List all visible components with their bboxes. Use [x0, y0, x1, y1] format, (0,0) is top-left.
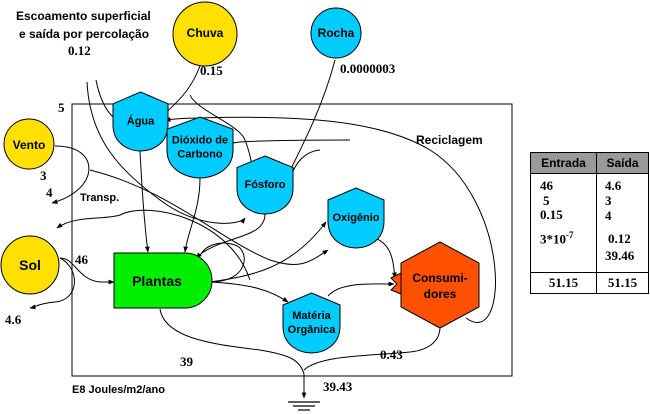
runoff-title-line1: Escoamento superficial [16, 9, 151, 23]
flow-wires [29, 59, 496, 399]
flow-label-wind-out-4: 4 [46, 185, 53, 200]
flow-label-consumers-loss: 0.43 [380, 347, 403, 362]
flow-recycling-dioxido [224, 139, 351, 149]
storage-agua: Água [112, 91, 169, 152]
flow-label-rock: 0.0000003 [340, 61, 396, 76]
flow-materia-consumidores [327, 281, 395, 297]
flow-recycling-agua [164, 116, 496, 323]
flow-plantas-loss [159, 308, 305, 375]
flow-dioxido-plantas [183, 177, 201, 253]
outputs-column: 4.6 3 4 0.12 39.46 [597, 174, 648, 272]
consumer-label-line1: Consumi- [412, 271, 467, 285]
consumer-consumidores: Consumi- dores [390, 241, 480, 329]
flow-sol-plantas [59, 257, 115, 285]
storage-label: Dióxido de [172, 134, 228, 146]
input-value: 5 [543, 193, 550, 208]
flow-sol-out [29, 257, 75, 310]
inputs-column: 46 5 0.15 3*10-7 [531, 174, 597, 272]
table-totals: 51.15 51.15 [531, 273, 648, 293]
source-label: Rocha [318, 26, 355, 40]
source-label: Vento [13, 138, 46, 152]
flow-consumidores-loss [303, 326, 441, 371]
input-exponent: -7 [566, 230, 574, 240]
producer-plantas: Plantas [113, 252, 213, 309]
storage-label: Oxigênio [332, 212, 379, 224]
storage-label: Fósforo [245, 179, 286, 191]
storage-tank-shape [282, 292, 341, 354]
header-entrada: Entrada [531, 153, 597, 173]
recycling-label: Reciclagem [416, 133, 483, 147]
flow-label-wind-in: 5 [58, 100, 65, 115]
energy-balance-table: Entrada Saída 46 5 0.15 3*10-7 4.6 3 4 0… [530, 152, 649, 294]
consumer-label-line2: dores [424, 287, 457, 301]
flow-plantas-materia [209, 281, 289, 303]
flow-vento-transp [51, 145, 90, 204]
heat-sink-ground-icon [288, 401, 320, 411]
output-value: 0.12 [608, 231, 631, 246]
output-value: 3 [605, 193, 612, 208]
source-vento: Vento [3, 118, 55, 170]
units-label: E8 Joules/m2/ano [72, 384, 165, 396]
source-sol: Sol [0, 235, 60, 295]
input-value: 46 [540, 178, 553, 193]
flow-fosforo-plantas [195, 213, 266, 259]
source-label: Sol [19, 257, 41, 273]
table-header: Entrada Saída [531, 153, 648, 174]
flow-label-sun-out: 4.6 [5, 312, 22, 327]
flow-label-rain: 0.15 [200, 63, 223, 78]
flow-label-wind-out-3: 3 [40, 168, 47, 183]
flow-label-runoff: 0.12 [68, 43, 91, 58]
flow-runoff-2 [86, 81, 246, 224]
storage-oxigenio: Oxigênio [327, 187, 385, 249]
output-value: 4 [605, 208, 612, 223]
storage-label: Carbono [177, 148, 223, 160]
flow-label-sun-in: 46 [75, 252, 89, 267]
storage-tank-shape [236, 155, 294, 215]
output-value: 39.46 [605, 248, 635, 263]
source-rocha: Rocha [310, 7, 362, 59]
storage-label: Orgânica [288, 324, 337, 336]
consumer-intake-notch [390, 272, 402, 295]
storage-label: Água [127, 114, 155, 127]
storage-fosforo: Fósforo [236, 155, 294, 215]
total-entrada: 51.15 [531, 273, 597, 293]
storage-dioxido: Dióxido de Carbono [166, 116, 234, 179]
flow-label-plants-loss: 39 [180, 354, 194, 369]
flow-plantas-loop [199, 242, 245, 283]
flow-label-transp: Transp. [80, 192, 119, 204]
flow-vento-oxigenio [89, 169, 329, 266]
table-body: 46 5 0.15 3*10-7 4.6 3 4 0.12 39.46 [531, 174, 648, 273]
input-value-scientific: 3*10-7 [540, 228, 596, 247]
flow-plantas-oxigenio [209, 221, 327, 283]
input-mantissa: 3*10 [540, 231, 566, 247]
source-label: Chuva [187, 26, 224, 40]
output-value: 4.6 [605, 178, 622, 193]
flow-label-total-loss: 39.43 [323, 379, 353, 394]
system-boundary [71, 103, 513, 377]
header-saida: Saída [606, 156, 639, 170]
storage-tank-shape [166, 116, 234, 179]
runoff-title-line2: e saída por percolação [19, 27, 149, 41]
storage-tank-shape [327, 187, 385, 249]
flow-agua-plantas [139, 150, 150, 253]
input-value: 0.15 [540, 207, 563, 222]
producer-label: Plantas [132, 273, 182, 289]
source-chuva: Chuva [172, 1, 238, 67]
storage-label: Matéria [292, 310, 331, 322]
total-saida: 51.15 [607, 275, 638, 290]
flow-oxigenio-consumidores [371, 236, 397, 279]
